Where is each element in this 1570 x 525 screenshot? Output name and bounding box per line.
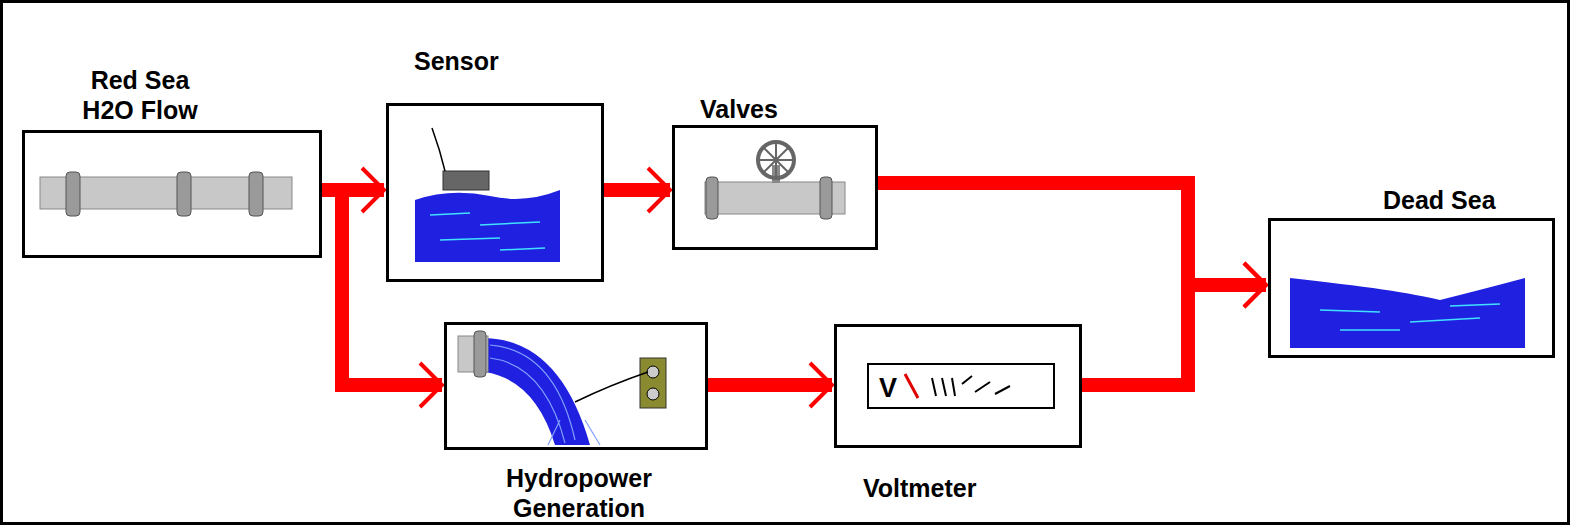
sink-box: Dead Sea [1268, 218, 1555, 358]
node-label: Sensor [414, 46, 584, 76]
node-label: Valves [700, 94, 870, 124]
flow-arrow [1082, 263, 1266, 385]
node-label: Red Sea H2O Flow [65, 65, 215, 125]
node-label: Voltmeter [863, 473, 1063, 503]
meter-icon [868, 364, 1054, 408]
sea-icon [1290, 278, 1525, 348]
flow-arrow [322, 190, 442, 407]
flow-arrow [604, 168, 670, 212]
flow-arrow [708, 363, 832, 407]
turbine-icon [458, 331, 666, 445]
valve-icon [705, 142, 845, 219]
valve-box: Valves [672, 125, 878, 250]
node-label: Dead Sea [1383, 185, 1553, 215]
hydropower-box: Hydropower Generation [444, 322, 708, 450]
sensor-icon [415, 128, 560, 262]
pipe-icon [40, 172, 292, 216]
sensor-box: Sensor [386, 103, 604, 282]
node-label: Hydropower Generation [459, 463, 699, 523]
meter-label: V [879, 373, 909, 403]
voltmeter-box: VoltmeterV [834, 324, 1082, 448]
source-box: Red Sea H2O Flow [22, 130, 322, 258]
